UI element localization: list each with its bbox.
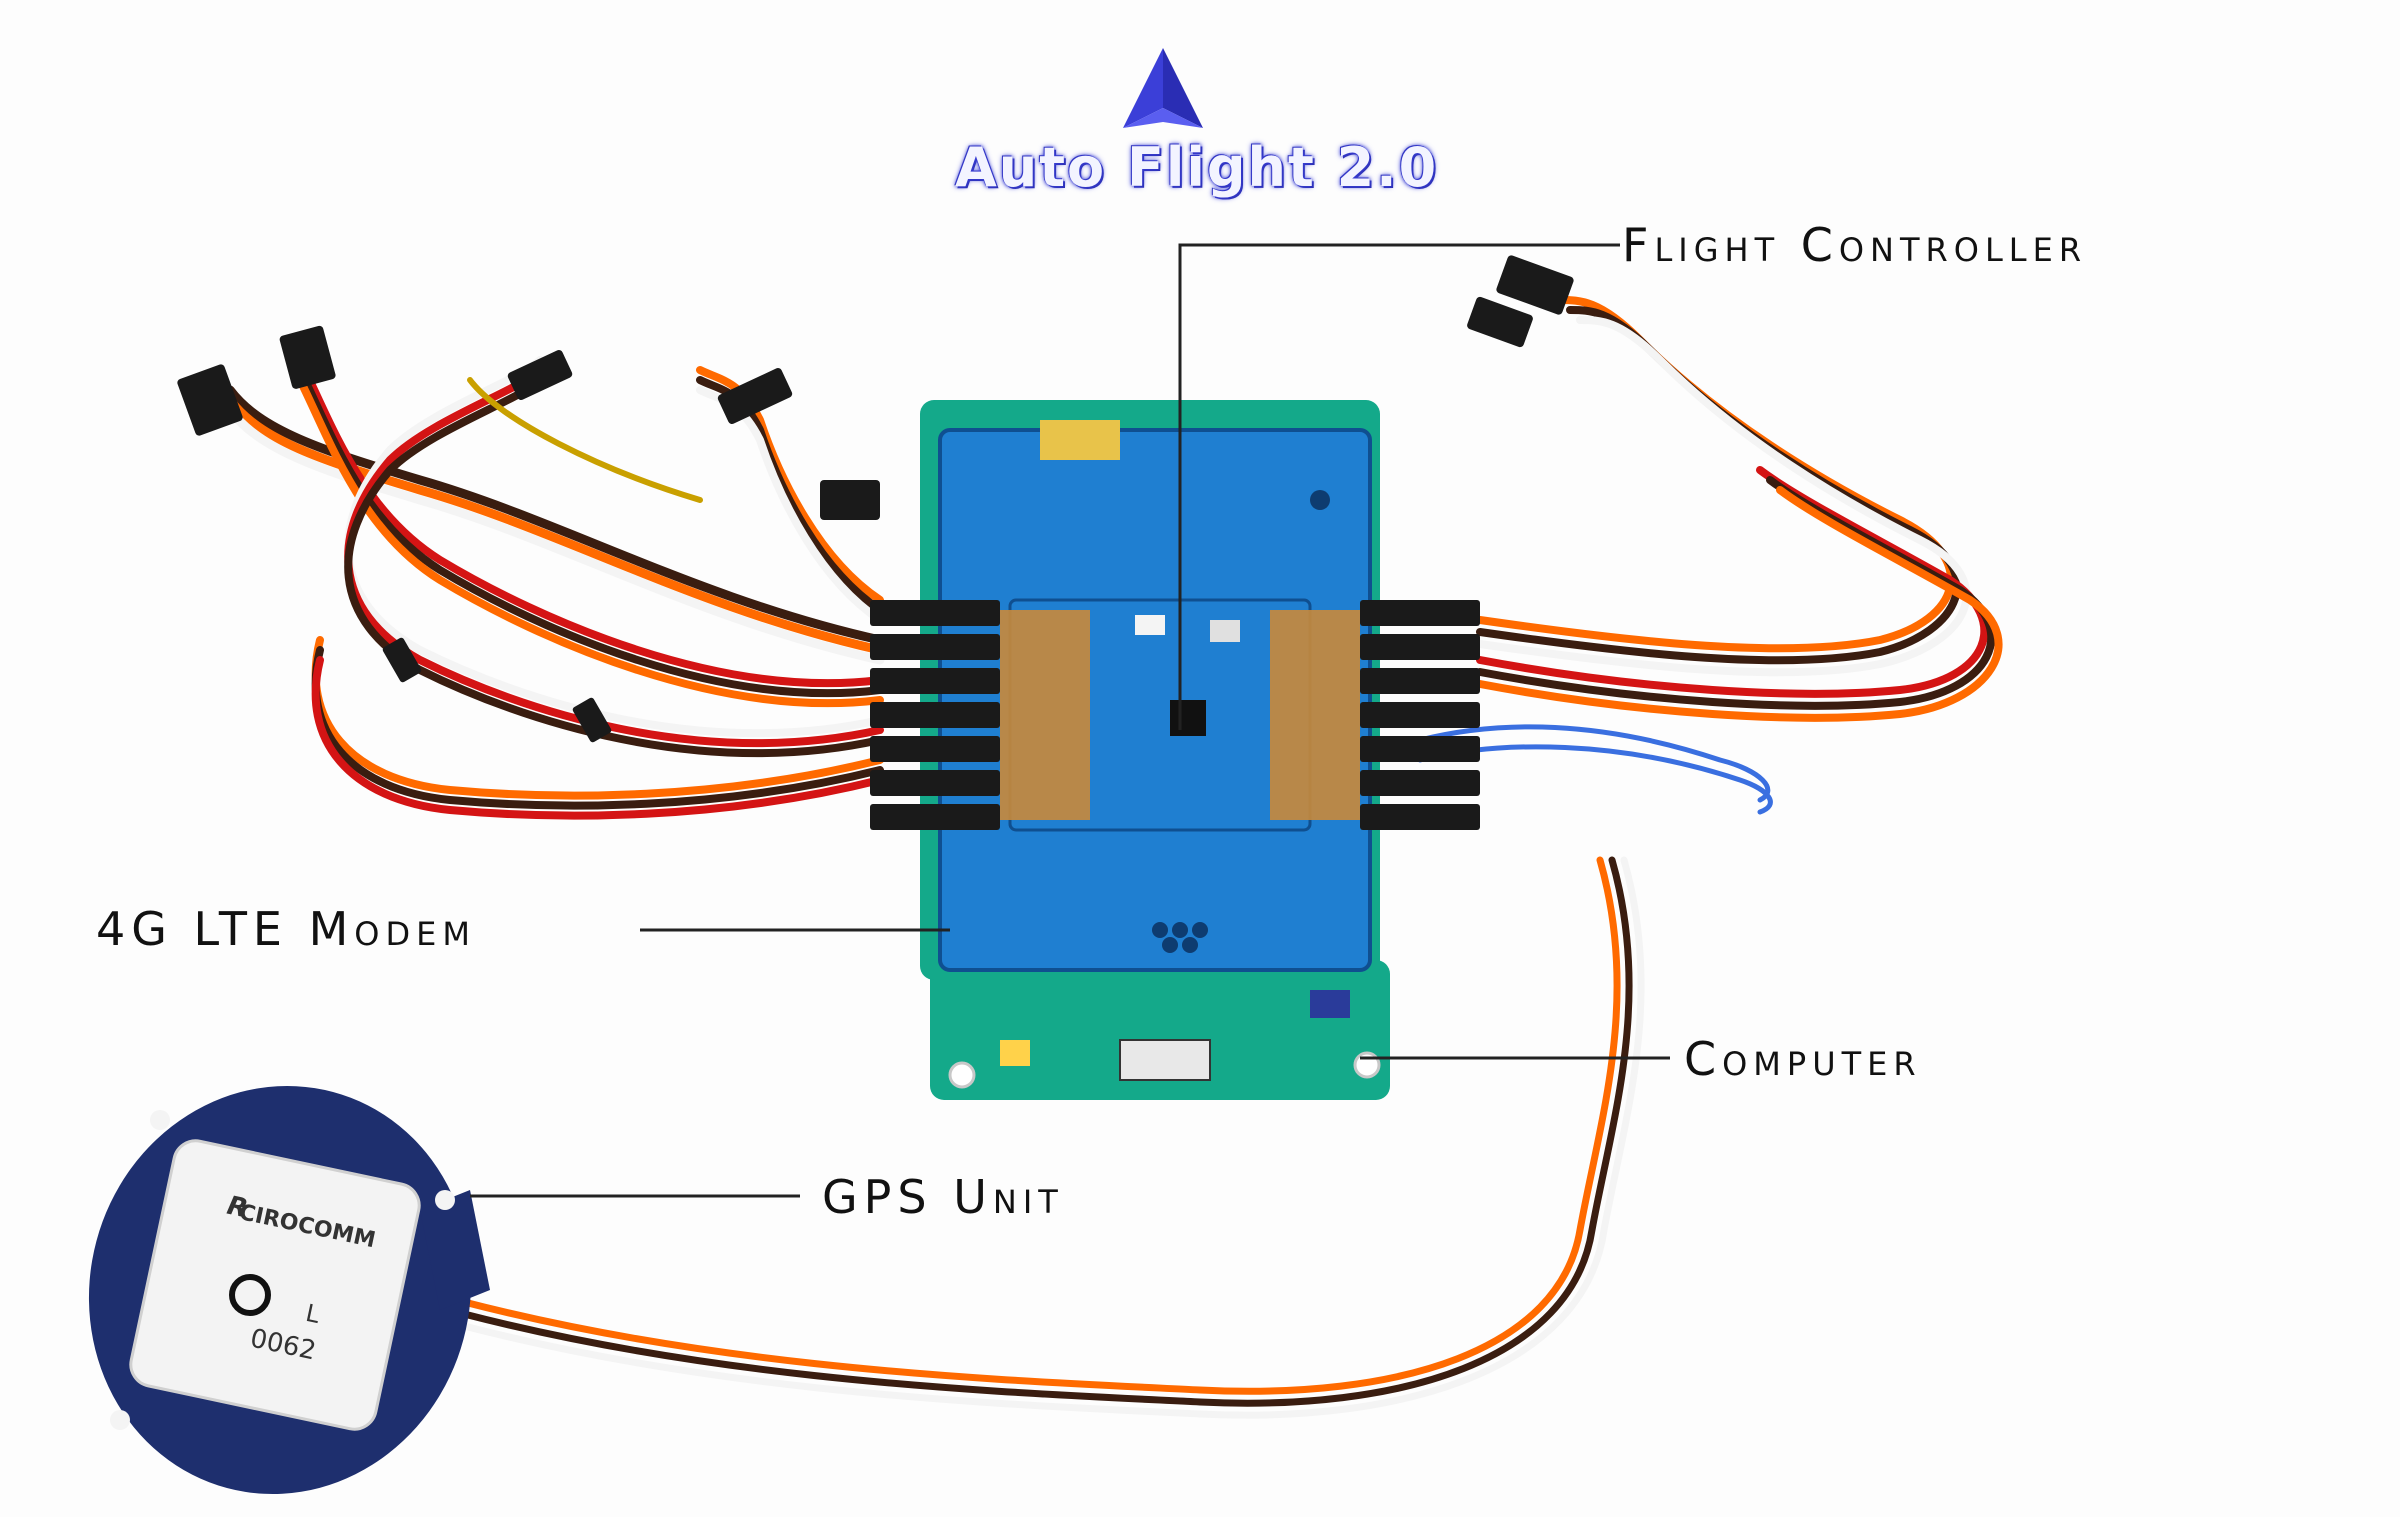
leader-flight-controller: [1178, 243, 1620, 730]
callout-flight-controller: Flight Controller: [1622, 218, 2088, 272]
gps-cable: [416, 856, 1645, 1419]
logo-wordmark: Auto Flight 2.0: [955, 136, 1439, 199]
callout-leaders: [470, 243, 1670, 1198]
callout-gps-unit: GPS Unit: [822, 1170, 1064, 1224]
gps-module-board: R: [88, 1085, 490, 1495]
right-cable-harness: [1417, 296, 2003, 815]
left-cable-harness: [225, 356, 885, 820]
computer-board: [930, 960, 1390, 1100]
left-servo-plugs: [177, 325, 880, 743]
right-servo-plugs: [1467, 255, 1574, 348]
flight-controller-board: [1000, 598, 1360, 832]
header-connectors: [870, 600, 1480, 830]
callout-computer: Computer: [1684, 1032, 1922, 1086]
callout-4g-lte-modem: 4G LTE Modem: [96, 902, 476, 956]
logo-mark: [1123, 48, 1203, 128]
